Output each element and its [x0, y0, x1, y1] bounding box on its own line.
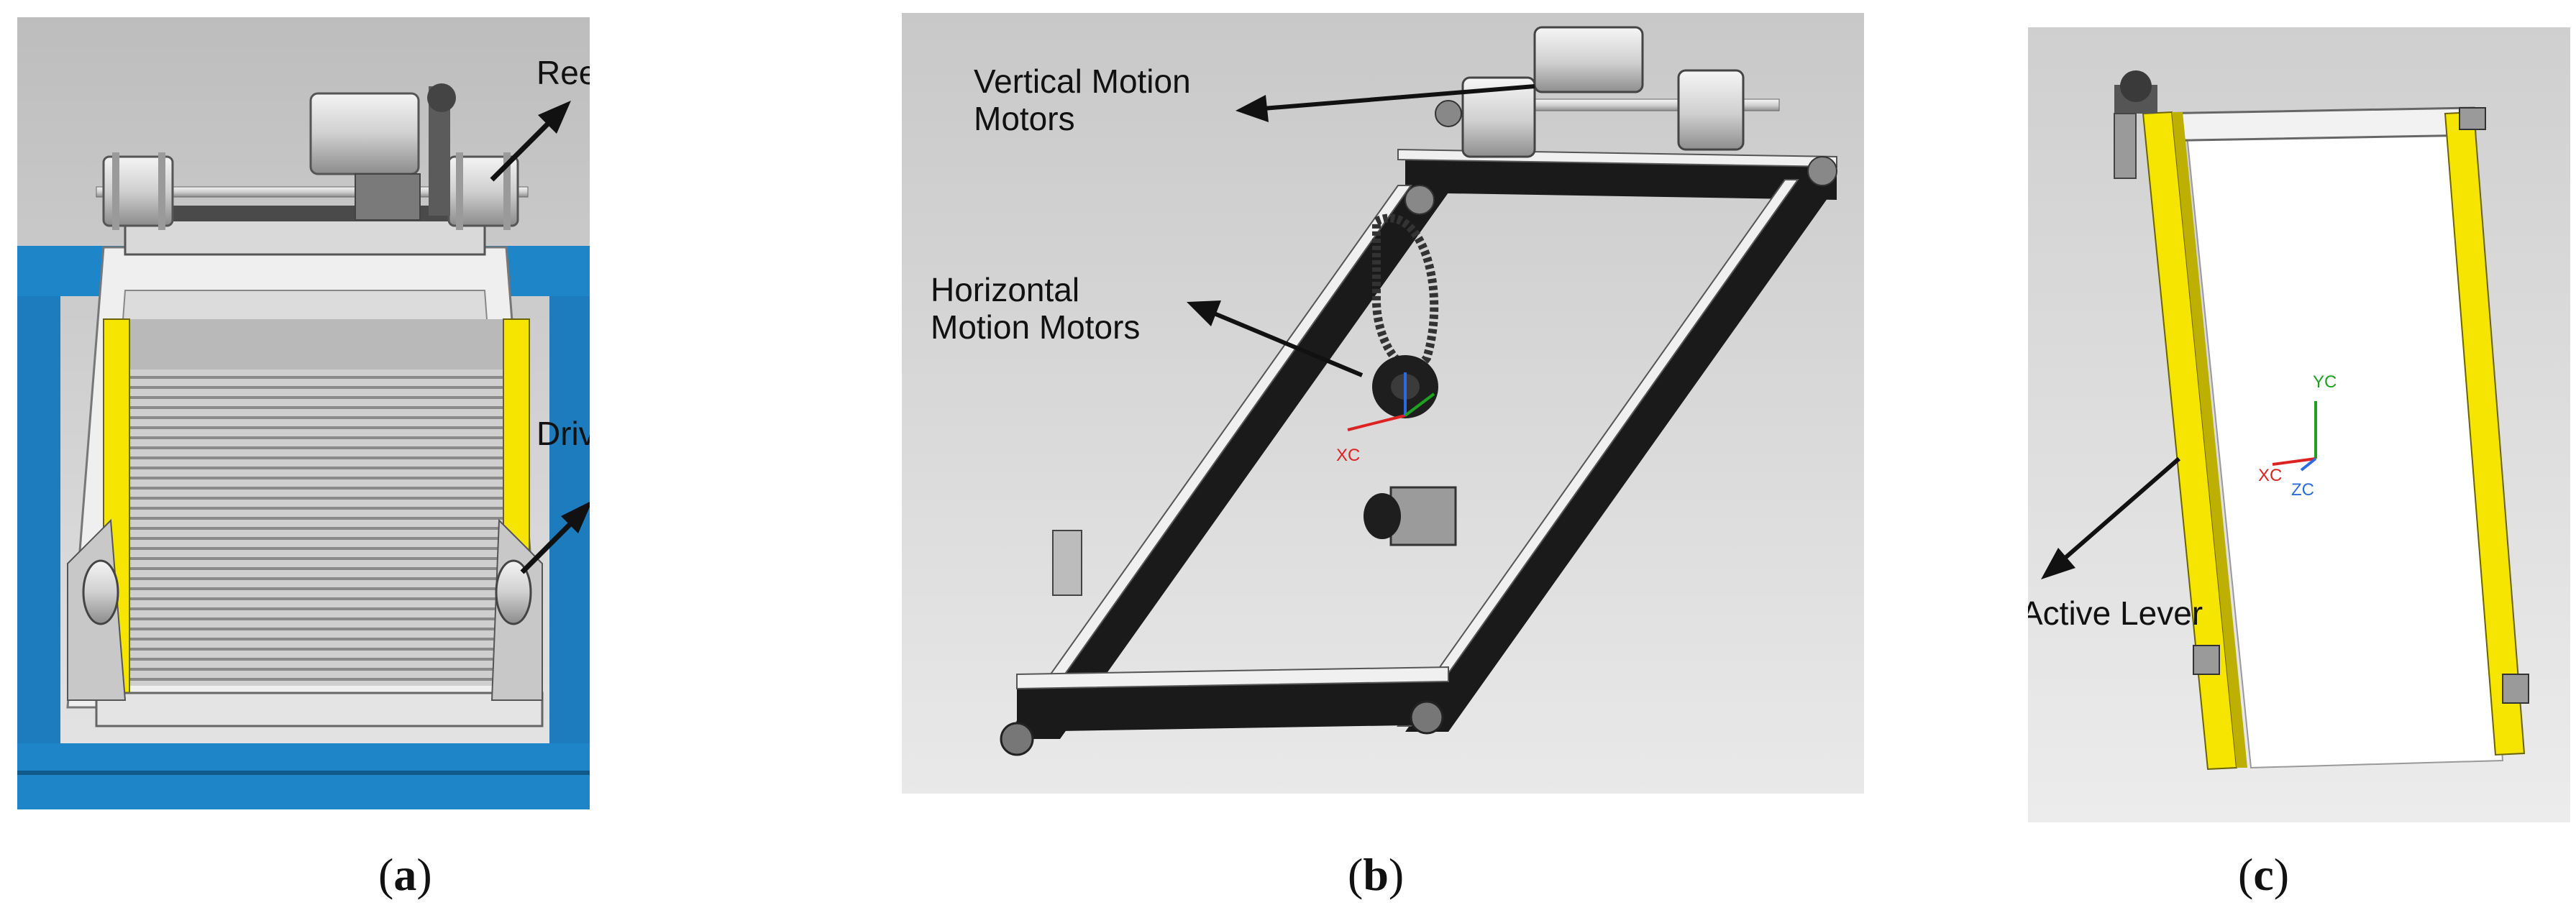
caption-c: (c) [2238, 849, 2290, 900]
active-lever-arrow [2041, 456, 2180, 579]
panel-b-cad-render [902, 13, 1864, 794]
reel-label: Reel [536, 54, 590, 91]
axis-triad [1347, 372, 1435, 431]
panel-b-figure: Vertical Motion Motors Horizontal Motion… [902, 13, 1864, 794]
axis-xc-label-c: XC [2258, 466, 2283, 485]
axis-triad-c [2272, 401, 2317, 472]
panel-a-cad-render [17, 17, 590, 809]
left-reel [102, 152, 174, 230]
axis-yc-label: YC [2313, 372, 2337, 392]
horizontal-motion-arrow [1187, 300, 1364, 377]
panel-c-cad-render [2028, 27, 2570, 822]
slat-curtain [129, 369, 503, 686]
blue-track-bottom [17, 743, 590, 809]
caption-a: (a) [378, 849, 432, 900]
driven-wheel-label: Driven Wheel [536, 415, 590, 452]
driven-wheel-right [495, 559, 532, 625]
motor [309, 83, 456, 221]
vertical-motion-motor-assembly [1405, 26, 1837, 215]
vertical-motion-arrow [1236, 84, 1535, 122]
vertical-motion-motors-label: Vertical Motion Motors [974, 63, 1191, 137]
panel-c-figure: Active Lever YC XC ZC [2028, 27, 2570, 822]
blue-track-right [549, 296, 590, 763]
panel-a-figure: Reel Driven Wheel [17, 17, 590, 809]
driven-wheel-left [82, 559, 119, 625]
axis-xc-label: XC [1336, 446, 1361, 465]
caption-b: (b) [1348, 849, 1405, 900]
horizontal-motion-motors-label: Horizontal Motion Motors [931, 271, 1141, 346]
reel-arrow [490, 101, 571, 182]
active-lever-label: Active Lever [2028, 594, 2203, 632]
axis-zc-label: ZC [2291, 480, 2314, 500]
blue-track-left [17, 296, 60, 763]
driven-wheel-arrow [520, 502, 590, 574]
